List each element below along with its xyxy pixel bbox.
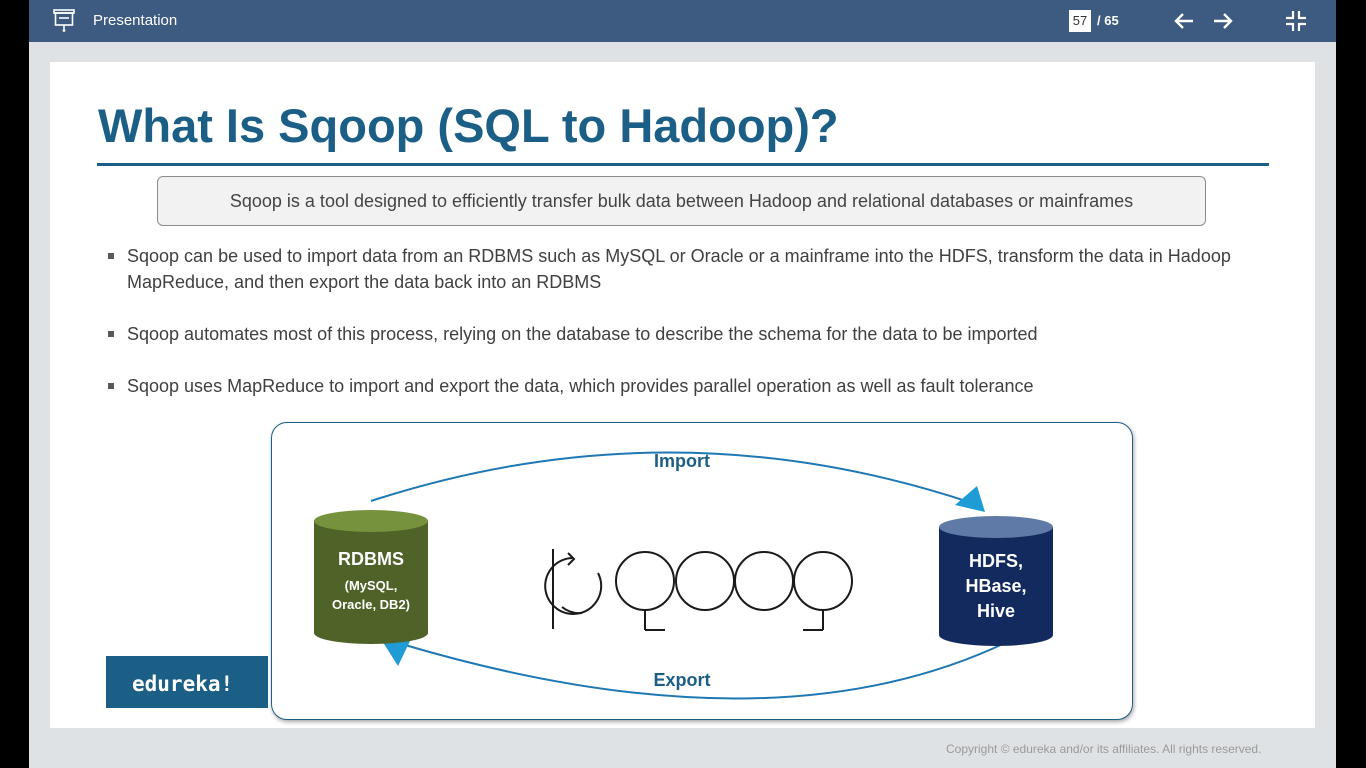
import-arrowhead [955, 486, 985, 512]
page-number-input[interactable]: 57 [1069, 10, 1091, 32]
bullet-square-icon [108, 331, 114, 337]
bullet-text: Sqoop automates most of this process, re… [127, 324, 1038, 344]
bullet-item: Sqoop can be used to import data from an… [108, 243, 1277, 295]
bullet-text: Sqoop uses MapReduce to import and expor… [127, 376, 1034, 396]
import-label: Import [654, 451, 710, 471]
bullet-item: Sqoop uses MapReduce to import and expor… [108, 373, 1277, 399]
bullet-item: Sqoop automates most of this process, re… [108, 321, 1277, 347]
bullet-text: Sqoop can be used to import data from an… [127, 246, 1231, 292]
export-arrow [404, 642, 1006, 700]
slide-title: What Is Sqoop (SQL to Hadoop)? [98, 99, 839, 152]
hdfs-cylinder [939, 516, 1053, 646]
sqoop-logo [544, 549, 853, 631]
copyright-text: Copyright © edureka and/or its affiliate… [946, 742, 1262, 756]
bullet-square-icon [108, 253, 114, 259]
hdfs-line2: HBase, [965, 576, 1027, 596]
hdfs-line1: HDFS, [969, 551, 1023, 571]
slide: What Is Sqoop (SQL to Hadoop)? Sqoop is … [50, 62, 1315, 728]
app-title: Presentation [93, 12, 178, 29]
export-label: Export [653, 670, 711, 690]
sqoop-diagram: Import Export RDBMS (MySQL, Oracle, DB2)… [271, 422, 1133, 720]
presentation-icon[interactable] [52, 8, 76, 34]
top-toolbar: Presentation 57 / 65 [29, 0, 1336, 42]
export-arrowhead [381, 637, 412, 666]
exit-fullscreen-icon[interactable] [1284, 10, 1308, 32]
edureka-logo: edureka! [106, 656, 268, 708]
presentation-viewer: Presentation 57 / 65 What Is Sqoop (SQL … [29, 0, 1336, 768]
rdbms-title: RDBMS [338, 549, 404, 569]
bullet-square-icon [108, 383, 114, 389]
diagram-graphics [314, 451, 1053, 700]
arrow-right-icon[interactable] [1211, 10, 1235, 32]
arrow-left-icon[interactable] [1172, 10, 1196, 32]
definition-box: Sqoop is a tool designed to efficiently … [157, 176, 1206, 226]
rdbms-line1: (MySQL, [344, 578, 398, 593]
import-arrow [370, 451, 973, 504]
page-total: / 65 [1097, 13, 1119, 28]
hdfs-line3: Hive [976, 601, 1016, 621]
title-divider [97, 163, 1269, 166]
rdbms-cylinder [314, 510, 428, 644]
rdbms-line2: Oracle, DB2) [331, 597, 411, 612]
brand-text: edureka! [132, 672, 234, 696]
